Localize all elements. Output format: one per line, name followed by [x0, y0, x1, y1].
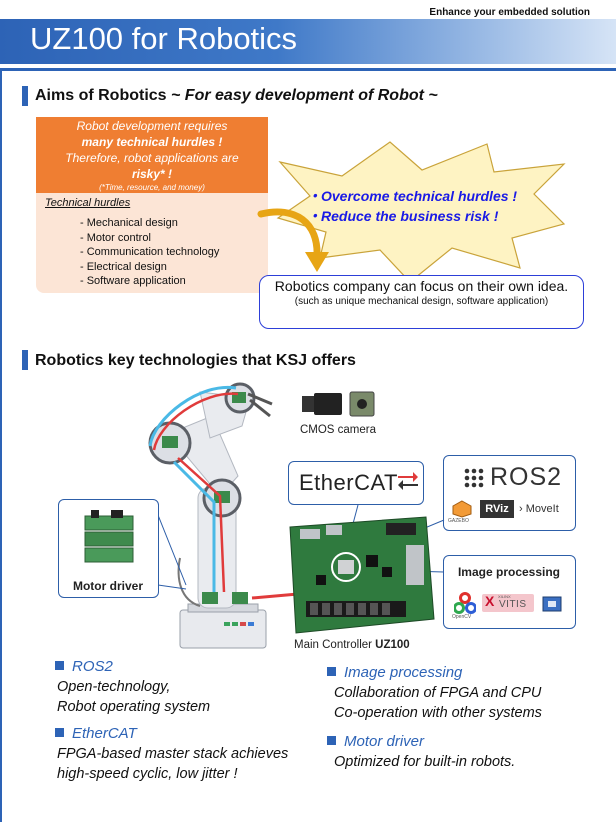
bullet-line: Collaboration of FPGA and CPU	[334, 685, 542, 701]
opencv-label: OpenCV	[452, 614, 472, 620]
motor-driver-bullet-head: Motor driver	[327, 733, 424, 750]
risk-line-bold: risky* !	[131, 167, 173, 181]
vitis-label: VITIS	[499, 599, 527, 610]
page-title: UZ100 for Robotics	[30, 21, 298, 56]
ethercat-tile: EtherCAT	[288, 461, 424, 505]
hurdles-panel	[36, 193, 268, 293]
risk-line-bold: many technical hurdles !	[81, 135, 223, 149]
hurdle-item: - Software application	[80, 275, 186, 287]
star-line: ・Overcome technical hurdles !	[307, 188, 518, 204]
hurdle-item: - Mechanical design	[80, 217, 178, 229]
focus-callout: Robotics company can focus on their own …	[259, 275, 584, 329]
image-processing-label: Image processing	[457, 565, 561, 579]
motor-driver-tile: Motor driver	[58, 499, 159, 598]
star-line: ・Reduce the business risk !	[307, 208, 499, 224]
hurdle-item: - Electrical design	[80, 261, 167, 273]
ros2-tile: ROS2 GAZEBO RViz › MoveIt	[443, 455, 576, 531]
star-message: ・Overcome technical hurdles ! ・Reduce th…	[307, 186, 517, 226]
ethercat-bullet-body: FPGA-based master stack achieves high-sp…	[57, 744, 288, 784]
moveit-label: MoveIt	[525, 503, 559, 515]
curved-arrow-icon	[257, 208, 329, 272]
moveit-logo: › MoveIt	[519, 503, 559, 515]
ros2-bullet-body: Open-technology, Robot operating system	[57, 677, 210, 717]
bullet-line: FPGA-based master stack achieves	[57, 746, 289, 762]
header-band	[0, 19, 616, 64]
xilinx-label: XILINX	[498, 594, 511, 599]
tagline: Enhance your embedded solution	[429, 7, 590, 18]
header-rule	[0, 68, 616, 71]
rviz-logo: RViz	[480, 500, 514, 518]
focus-main-text: Robotics company can focus on their own …	[274, 278, 569, 294]
bullet-square-icon	[327, 736, 336, 745]
hurdle-item: - Motor control	[80, 232, 151, 244]
bullet-square-icon	[327, 667, 336, 676]
risk-line: Therefore, robot applications are	[65, 151, 239, 165]
robot-arm-illustration	[148, 382, 299, 649]
motor-driver-bullet-body: Optimized for built-in robots.	[334, 752, 515, 772]
image-processing-bullet-head: Image processing	[327, 664, 462, 681]
aims-heading-italic: ~ For easy development of Robot ~	[171, 87, 438, 104]
bullet-line: Open-technology,	[57, 679, 171, 695]
ros2-bullet-head: ROS2	[55, 658, 113, 675]
motor-driver-pointer	[158, 514, 187, 590]
left-edge-rule	[0, 71, 2, 822]
opencv-icon	[454, 592, 476, 614]
risk-note: (*Time, resource, and money)	[99, 183, 205, 192]
chip-icon	[542, 596, 562, 612]
main-controller-model: UZ100	[375, 639, 410, 651]
aims-heading: Aims of Robotics ~ For easy development …	[35, 87, 438, 104]
ros-dots-icon	[464, 468, 484, 488]
gazebo-icon	[452, 500, 472, 518]
section-marker	[22, 350, 28, 370]
risk-callout: Robot development requires many technica…	[36, 117, 268, 193]
key-tech-heading: Robotics key technologies that KSJ offer…	[35, 352, 356, 369]
focus-sub-text: (such as unique mechanical design, softw…	[294, 296, 549, 307]
main-controller-board-image	[289, 516, 435, 634]
ethercat-logo: EtherCAT	[299, 470, 398, 495]
ethercat-arrows-icon	[398, 472, 418, 490]
hurdle-item: - Communication technology	[80, 246, 220, 258]
risk-line: Robot development requires	[76, 119, 228, 133]
motor-driver-label: Motor driver	[72, 579, 143, 593]
xilinx-x-icon: X	[485, 593, 495, 609]
image-processing-tile: Image processing OpenCV X XILINX VITIS	[443, 555, 576, 629]
ethercat-bullet-head: EtherCAT	[55, 725, 137, 742]
cmos-camera-label: CMOS camera	[299, 424, 377, 436]
main-controller-label: Main Controller UZ100	[294, 639, 410, 651]
bullet-line: high-speed cyclic, low jitter !	[57, 766, 238, 782]
motor-driver-board-image	[84, 510, 134, 563]
cmos-camera-image	[302, 391, 375, 417]
bullet-square-icon	[55, 728, 64, 737]
image-processing-bullet-body: Collaboration of FPGA and CPU Co-operati…	[334, 683, 542, 723]
hurdles-title: Technical hurdles	[45, 197, 131, 209]
bullet-square-icon	[55, 661, 64, 670]
section-marker	[22, 86, 28, 106]
bullet-line: Optimized for built-in robots.	[334, 754, 516, 770]
ros2-logo: ROS2	[490, 463, 563, 491]
vitis-badge: X XILINX VITIS	[482, 593, 534, 612]
gazebo-label: GAZEBO	[448, 518, 469, 524]
star-burst-shape	[276, 141, 566, 283]
bullet-line: Co-operation with other systems	[334, 705, 542, 721]
bullet-line: Robot operating system	[57, 699, 211, 715]
